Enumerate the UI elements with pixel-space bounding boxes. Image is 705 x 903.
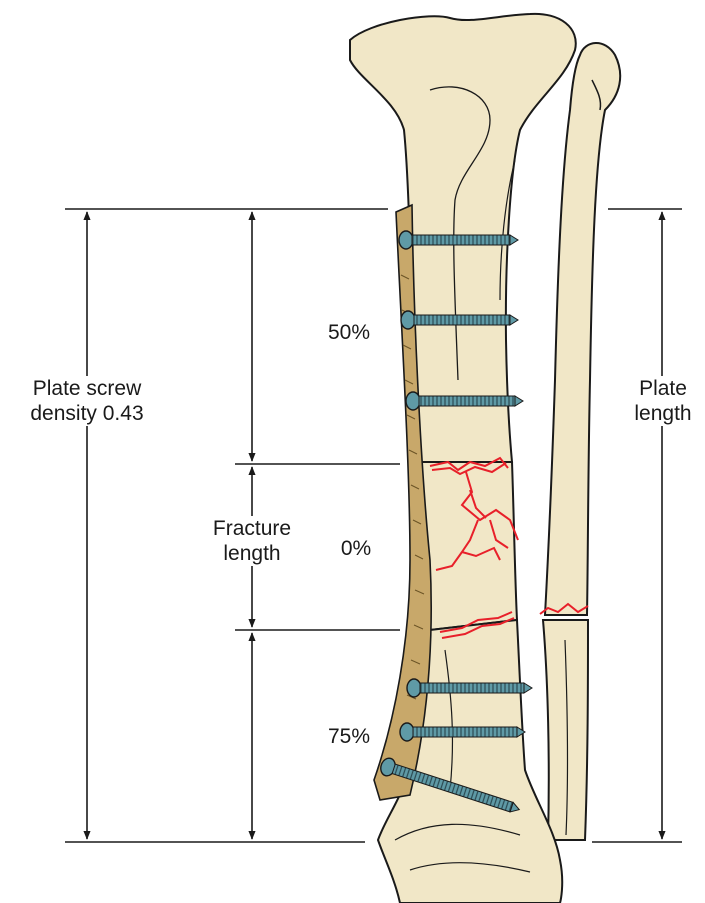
plate-screw-density-label: Plate screw density 0.43	[6, 376, 168, 426]
fracture-length-line1: Fracture	[196, 516, 308, 541]
plate-screw-density-line1: Plate screw	[6, 376, 168, 401]
fibula	[543, 43, 620, 840]
fracture-length-label: Fracture length	[196, 516, 308, 566]
plate-length-line1: Plate	[622, 376, 704, 401]
tibia-fracture-zone	[420, 462, 517, 630]
lower-segment-percent: 75%	[316, 724, 382, 749]
upper-segment-percent: 50%	[316, 320, 382, 345]
plate-length-line2: length	[622, 401, 704, 426]
plate-screw-density-line2: density 0.43	[6, 401, 168, 426]
fracture-length-line2: length	[196, 541, 308, 566]
fracture-segment-percent: 0%	[326, 536, 386, 561]
plate-length-label: Plate length	[622, 376, 704, 426]
